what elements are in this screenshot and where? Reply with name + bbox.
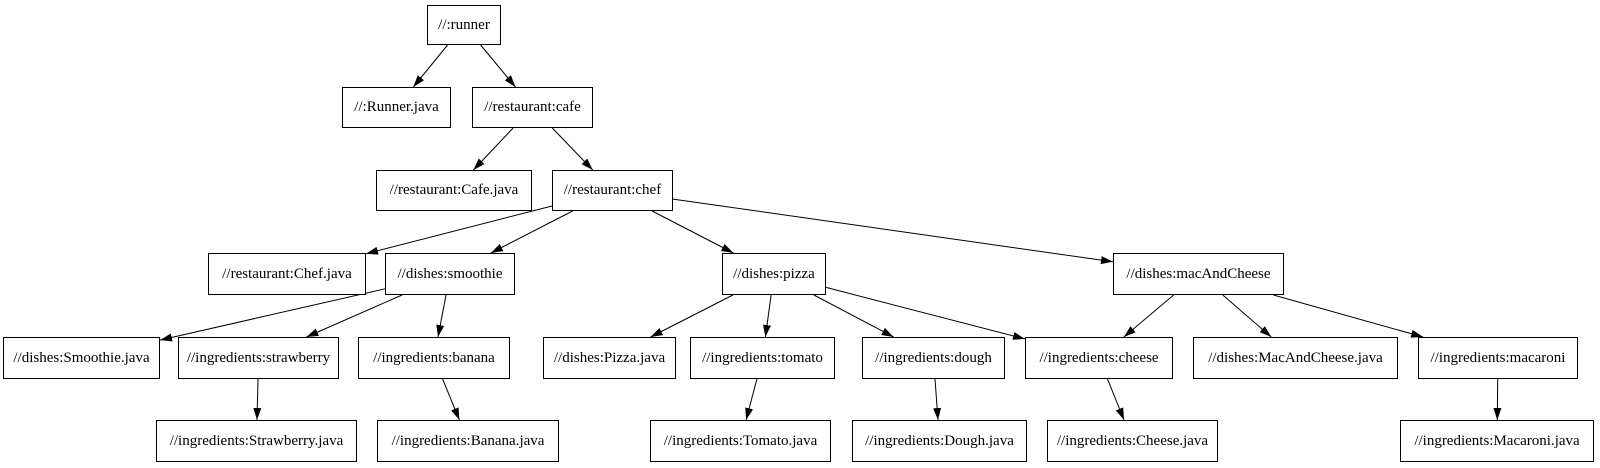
graph-node-label-strawberry: //ingredients:strawberry xyxy=(186,349,331,366)
edge-chef-to-macandcheese xyxy=(672,198,1114,265)
graph-node-banana: //ingredients:banana xyxy=(358,337,510,379)
graph-node-label-runner: //:runner xyxy=(438,16,490,33)
graph-node-macandcheese: //dishes:macAndCheese xyxy=(1113,253,1284,295)
graph-node-pizza: //dishes:pizza xyxy=(722,253,826,295)
graph-node-label-dough_java: //ingredients:Dough.java xyxy=(865,432,1014,449)
graph-node-tomato_java: //ingredients:Tomato.java xyxy=(650,420,831,462)
edge-runner-to-cafe xyxy=(480,44,516,88)
edge-cafe-to-chef xyxy=(551,127,594,171)
graph-node-chef: //restaurant:chef xyxy=(552,170,673,211)
edge-pizza-to-dough xyxy=(813,294,894,338)
graph-node-label-pizza: //dishes:pizza xyxy=(733,265,815,282)
graph-node-banana_java: //ingredients:Banana.java xyxy=(377,420,559,462)
edge-cheese-to-cheese_java xyxy=(1107,378,1125,421)
graph-node-label-chef_java: //restaurant:Chef.java xyxy=(222,265,352,282)
graph-node-macandcheese_java: //dishes:MacAndCheese.java xyxy=(1193,337,1398,379)
graph-node-label-chef: //restaurant:chef xyxy=(563,182,662,198)
graph-node-label-smoothie: //dishes:smoothie xyxy=(397,265,503,282)
edge-smoothie-to-strawberry xyxy=(306,294,403,338)
edge-chef-to-smoothie xyxy=(490,210,573,254)
graph-node-label-runner_java: //:Runner.java xyxy=(354,99,439,115)
graph-node-label-cafe_java: //restaurant:Cafe.java xyxy=(389,182,519,198)
graph-node-label-smoothie_java: //dishes:Smoothie.java xyxy=(13,349,150,366)
graph-node-macaroni_java: //ingredients:Macaroni.java xyxy=(1400,420,1594,462)
edge-dough-to-dough_java xyxy=(933,378,942,421)
edge-chef-to-chef_java xyxy=(365,205,553,255)
graph-node-label-macandcheese: //dishes:macAndCheese xyxy=(1126,265,1271,282)
edge-runner-to-runner_java xyxy=(412,44,448,88)
graph-node-runner: //:runner xyxy=(427,5,501,45)
graph-node-macaroni: //ingredients:macaroni xyxy=(1418,337,1578,379)
graph-node-label-dough: //ingredients:dough xyxy=(875,349,992,366)
graph-node-cafe_java: //restaurant:Cafe.java xyxy=(376,170,532,211)
edge-cafe-to-cafe_java xyxy=(473,127,514,171)
edge-banana-to-banana_java xyxy=(442,378,460,421)
graph-node-tomato: //ingredients:tomato xyxy=(690,337,835,379)
graph-node-label-tomato_java: //ingredients:Tomato.java xyxy=(663,432,818,449)
edge-tomato-to-tomato_java xyxy=(745,378,758,421)
edge-pizza-to-pizza_java xyxy=(650,294,734,338)
edge-chef-to-pizza xyxy=(651,210,734,254)
graph-node-label-macaroni_java: //ingredients:Macaroni.java xyxy=(1414,432,1580,449)
edge-macandcheese-to-macaroni xyxy=(1273,294,1424,338)
graph-node-label-cheese_java: //ingredients:Cheese.java xyxy=(1056,432,1209,449)
graph-node-smoothie: //dishes:smoothie xyxy=(385,253,515,295)
graph-node-label-banana: //ingredients:banana xyxy=(373,349,495,366)
graph-node-dough: //ingredients:dough xyxy=(862,337,1005,379)
graph-node-cheese: //ingredients:cheese xyxy=(1025,337,1173,379)
edge-macandcheese-to-macandcheese_java xyxy=(1222,294,1272,338)
graph-node-label-macandcheese_java: //dishes:MacAndCheese.java xyxy=(1208,349,1383,366)
edge-strawberry-to-strawberry_java xyxy=(253,378,262,421)
graph-node-pizza_java: //dishes:Pizza.java xyxy=(543,337,676,379)
graph-node-cafe: //restaurant:cafe xyxy=(472,87,593,128)
graph-node-label-cafe: //restaurant:cafe xyxy=(484,99,581,115)
graph-node-chef_java: //restaurant:Chef.java xyxy=(208,253,366,295)
graph-node-dough_java: //ingredients:Dough.java xyxy=(852,420,1027,462)
graph-node-label-banana_java: //ingredients:Banana.java xyxy=(391,432,545,449)
edge-smoothie-to-banana xyxy=(436,294,447,338)
graph-node-cheese_java: //ingredients:Cheese.java xyxy=(1047,420,1218,462)
graph-node-runner_java: //:Runner.java xyxy=(342,87,451,128)
graph-node-label-cheese: //ingredients:cheese xyxy=(1039,349,1159,366)
graph-node-strawberry_java: //ingredients:Strawberry.java xyxy=(156,420,357,462)
edge-pizza-to-cheese xyxy=(825,286,1026,340)
graph-node-label-pizza_java: //dishes:Pizza.java xyxy=(553,349,666,366)
edge-smoothie-to-smoothie_java xyxy=(159,288,386,342)
graph-node-label-strawberry_java: //ingredients:Strawberry.java xyxy=(169,432,344,449)
graph-node-label-tomato: //ingredients:tomato xyxy=(702,349,823,366)
edge-pizza-to-tomato xyxy=(763,294,772,338)
graph-node-smoothie_java: //dishes:Smoothie.java xyxy=(3,337,160,379)
graph-node-label-macaroni: //ingredients:macaroni xyxy=(1430,349,1566,366)
edge-macandcheese-to-cheese xyxy=(1123,294,1174,338)
graph-node-strawberry: //ingredients:strawberry xyxy=(178,337,339,379)
